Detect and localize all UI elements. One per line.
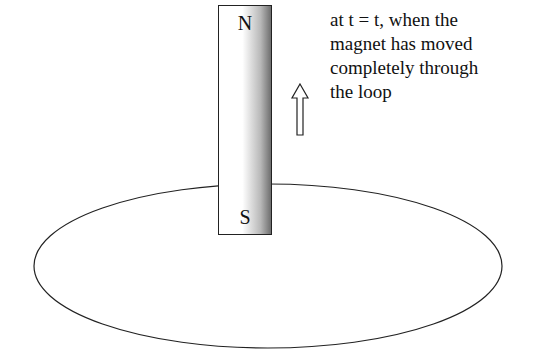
pole-label: N [238,12,252,34]
bar-magnet: NS [218,5,272,235]
motion-arrow [292,84,308,135]
pole-label: S [239,206,250,228]
annotation-note: at t = t, when the magnet has moved comp… [330,8,480,104]
